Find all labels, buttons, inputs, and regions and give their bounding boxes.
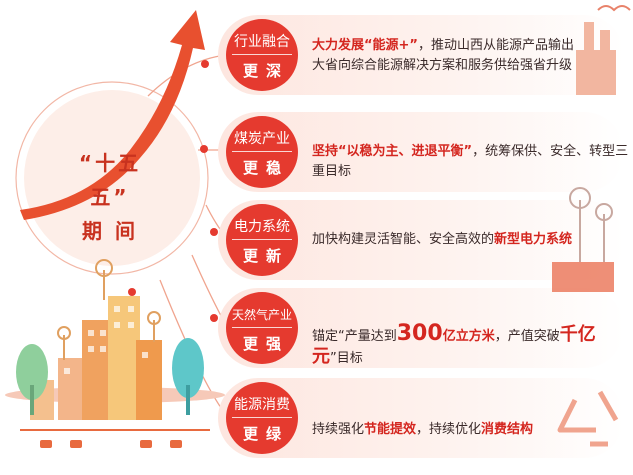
tag-sub: 更新 — [242, 247, 289, 265]
text: 锚定“产量达到 — [312, 329, 397, 344]
tag-label: 电力系统 — [232, 218, 292, 240]
period-line1: “十五五” — [78, 151, 142, 209]
period-line2: 期 间 — [82, 219, 138, 243]
row-text-power: 加快构建灵活智能、安全高效的新型电力系统 — [312, 230, 572, 250]
tag-coal: 煤炭产业 更稳 — [226, 116, 298, 188]
tag-label: 行业融合 — [232, 33, 292, 55]
text: ，推动山西从能源产品输出 — [417, 38, 574, 53]
text: ”目标 — [330, 351, 363, 366]
wind-turbine-icon — [57, 259, 161, 360]
text: 加快构建灵活智能、安全高效的 — [312, 232, 495, 247]
tag-label: 天然气产业 — [232, 306, 292, 328]
tag-consumption: 能源消费 更绿 — [226, 382, 298, 454]
highlight: 亿立方米 — [442, 329, 495, 344]
tag-sub: 更稳 — [242, 159, 289, 177]
period-label: “十五五” 期 间 — [62, 146, 158, 248]
tag-label: 煤炭产业 — [232, 130, 292, 152]
highlight-number: 300 — [396, 321, 443, 346]
tag-sub: 更绿 — [242, 425, 289, 443]
period-ring — [15, 81, 209, 275]
text: 持续强化 — [312, 422, 365, 437]
text: ，产值突破 — [494, 329, 560, 344]
growth-arrow-icon — [20, 10, 205, 220]
row-text-coal: 坚持“以稳为主、进退平衡”，统筹保供、安全、转型三重目标 — [312, 142, 633, 182]
tag-power: 电力系统 更新 — [226, 204, 298, 276]
row-text-gas: 锚定“产量达到300亿立方米，产值突破千亿元”目标 — [312, 321, 633, 369]
text: 大省向综合能源解决方案和服务供给强省升级 — [312, 58, 573, 73]
highlight: 千亿元 — [312, 324, 596, 367]
tag-gas: 天然气产业 更强 — [226, 292, 298, 364]
city-buildings-icon — [5, 296, 225, 448]
text: ，统筹保供、安全、转型三重目标 — [312, 144, 629, 179]
highlight: 大力发展“能源+” — [312, 38, 418, 53]
text: ，持续优化 — [416, 422, 482, 437]
highlight: 坚持“以稳为主、进退平衡” — [312, 144, 473, 159]
tag-sub: 更深 — [242, 62, 289, 80]
tag-label: 能源消费 — [232, 396, 292, 418]
highlight: 新型电力系统 — [494, 232, 573, 247]
tag-sub: 更强 — [242, 335, 289, 353]
tag-industry: 行业融合 更深 — [226, 19, 298, 91]
row-text-industry: 大力发展“能源+”，推动山西从能源产品输出 大省向综合能源解决方案和服务供给强省… — [312, 36, 574, 76]
highlight: 节能提效 — [364, 422, 417, 437]
highlight: 消费结构 — [481, 422, 534, 437]
row-text-consumption: 持续强化节能提效，持续优化消费结构 — [312, 420, 533, 440]
